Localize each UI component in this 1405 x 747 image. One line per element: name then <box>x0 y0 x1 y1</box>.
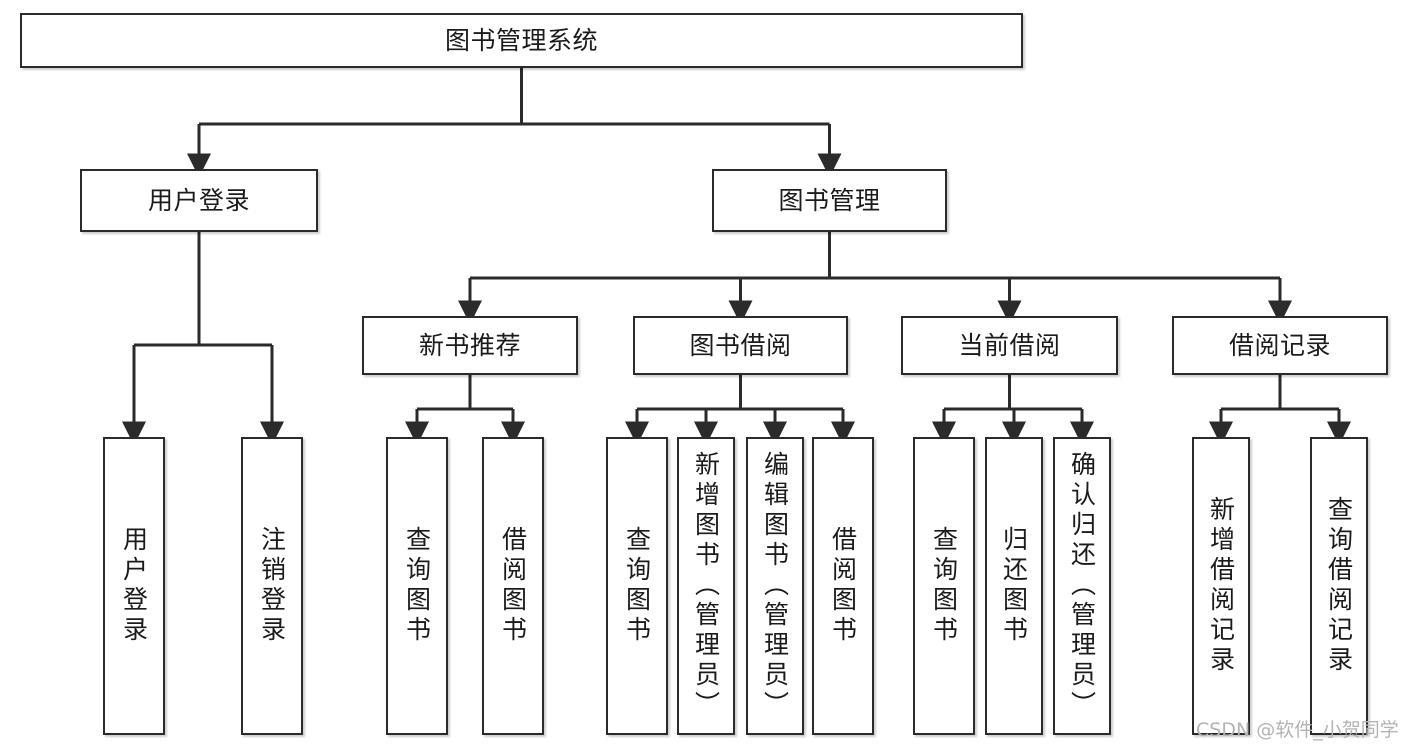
node-label: 查询借阅记录 <box>1324 496 1354 676</box>
node-label: 用户登录 <box>119 526 149 646</box>
node-login[interactable]: 用户登录 <box>80 169 318 232</box>
node-leaf-borrow-2[interactable]: 新增图书（管理员） <box>677 437 735 735</box>
node-label: 图书管理系统 <box>444 26 598 55</box>
node-leaf-borrow-1[interactable]: 查询图书 <box>606 437 668 735</box>
node-leaf-cur-3[interactable]: 确认归还（管理员） <box>1053 437 1111 735</box>
node-label: 用户登录 <box>147 186 250 215</box>
node-label: 图书管理 <box>778 186 881 215</box>
node-label: 查询图书 <box>929 526 959 646</box>
node-leaf-login-2[interactable]: 注销登录 <box>241 437 303 735</box>
node-label: 查询图书 <box>402 526 432 646</box>
node-label: 查询图书 <box>622 526 652 646</box>
node-label: 新增图书（管理员） <box>691 451 721 721</box>
node-label: 注销登录 <box>257 526 287 646</box>
node-leaf-rec-1[interactable]: 新增借阅记录 <box>1192 437 1250 735</box>
node-leaf-cur-1[interactable]: 查询图书 <box>913 437 975 735</box>
node-newbook[interactable]: 新书推荐 <box>362 316 578 375</box>
node-label: 借阅图书 <box>828 526 858 646</box>
node-current[interactable]: 当前借阅 <box>901 316 1118 375</box>
node-label: 新增借阅记录 <box>1206 496 1236 676</box>
node-leaf-new-2[interactable]: 借阅图书 <box>482 437 544 735</box>
node-bookmgmt[interactable]: 图书管理 <box>712 169 947 232</box>
node-label: 当前借阅 <box>958 331 1061 360</box>
node-label: 编辑图书（管理员） <box>760 451 790 721</box>
node-label: 借阅图书 <box>498 526 528 646</box>
node-label: 确认归还（管理员） <box>1067 451 1097 721</box>
node-leaf-rec-2[interactable]: 查询借阅记录 <box>1310 437 1368 735</box>
node-leaf-cur-2[interactable]: 归还图书 <box>985 437 1043 735</box>
node-borrow[interactable]: 图书借阅 <box>633 316 848 375</box>
node-leaf-borrow-4[interactable]: 借阅图书 <box>812 437 874 735</box>
node-leaf-borrow-3[interactable]: 编辑图书（管理员） <box>746 437 804 735</box>
node-label: 图书借阅 <box>689 331 792 360</box>
node-label: 归还图书 <box>999 526 1029 646</box>
node-leaf-new-1[interactable]: 查询图书 <box>386 437 448 735</box>
node-label: 新书推荐 <box>418 331 521 360</box>
node-root[interactable]: 图书管理系统 <box>20 13 1023 68</box>
node-leaf-login-1[interactable]: 用户登录 <box>103 437 165 735</box>
node-label: 借阅记录 <box>1228 331 1331 360</box>
node-records[interactable]: 借阅记录 <box>1172 316 1388 375</box>
